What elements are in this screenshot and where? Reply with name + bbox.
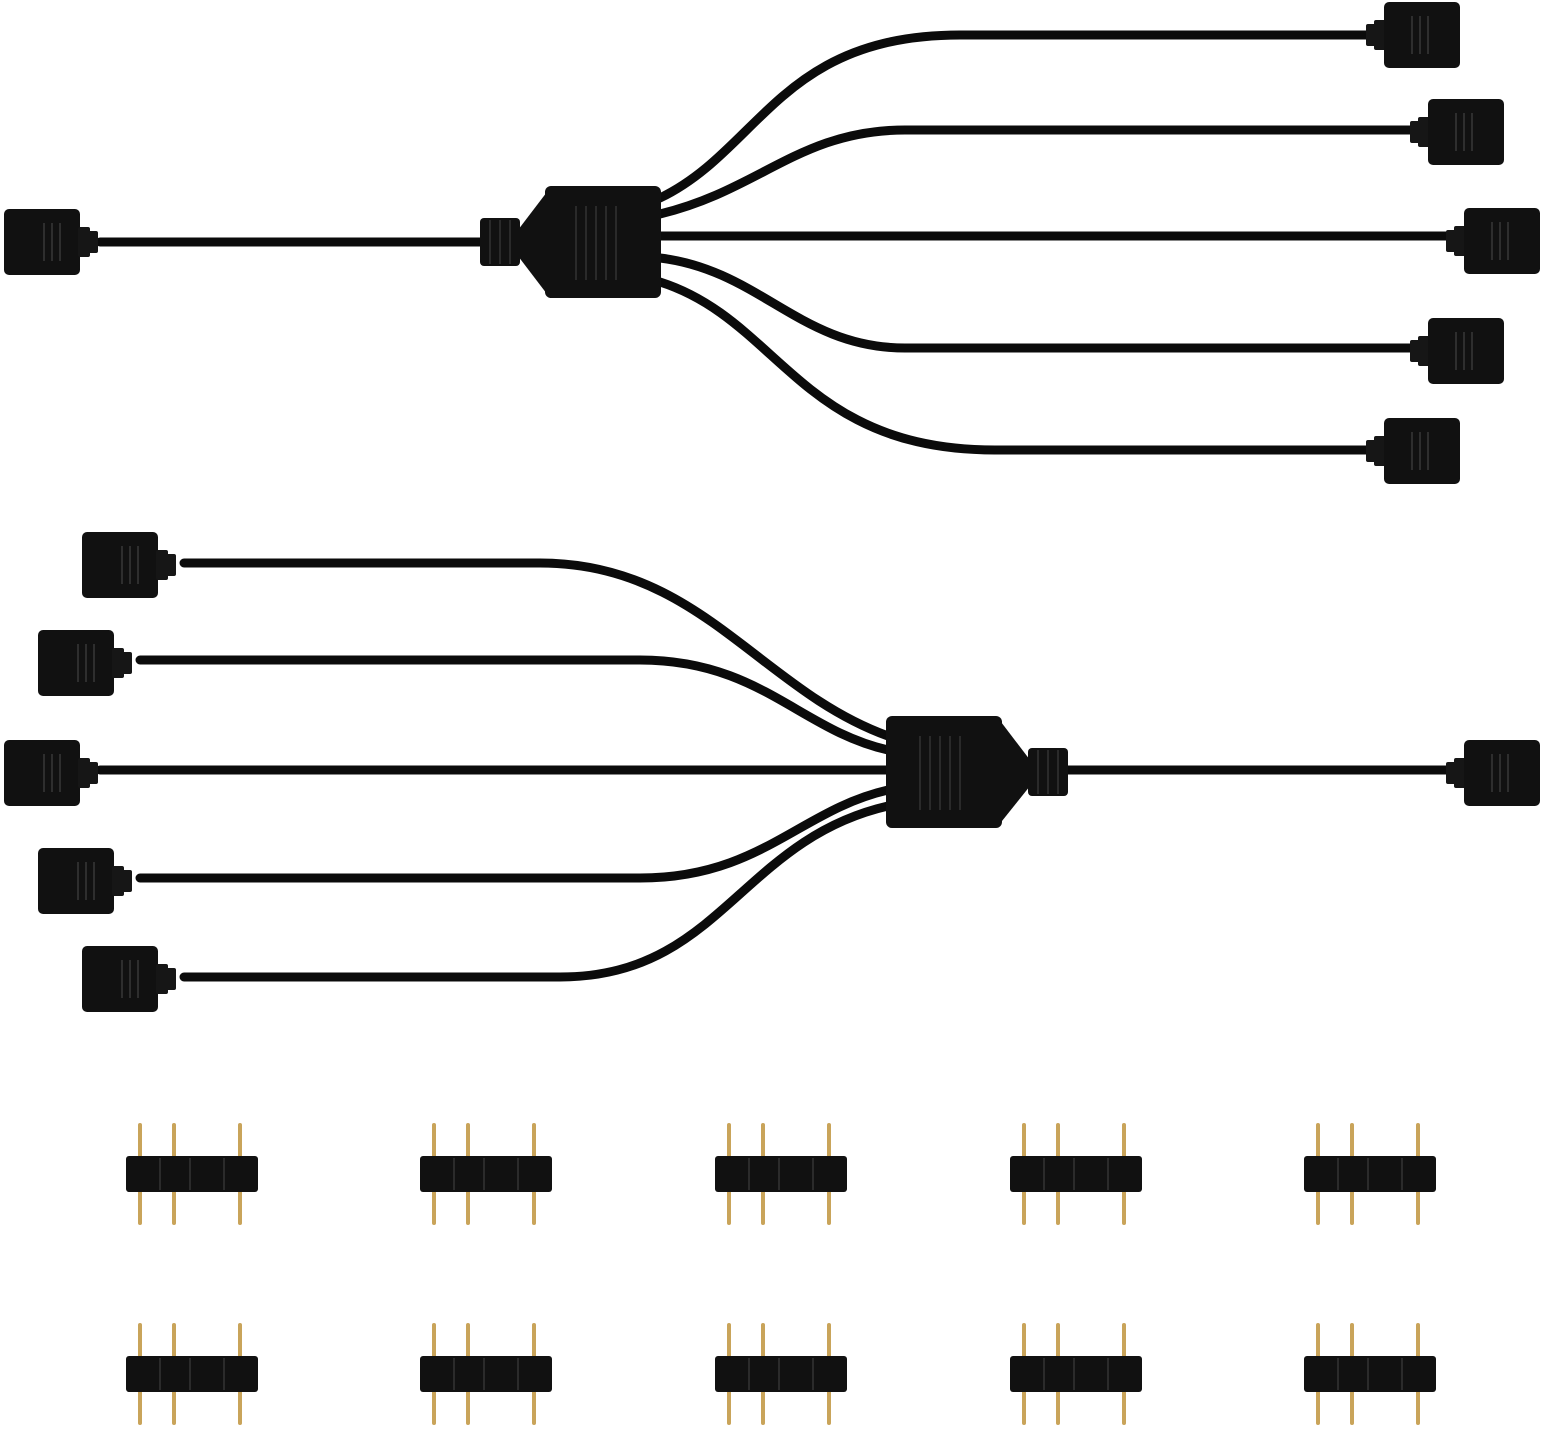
pin-adapter	[1008, 1123, 1144, 1225]
output-connector-1	[1365, 1, 1461, 69]
pin-adapter	[124, 1323, 260, 1425]
output-cable-4	[655, 253, 1415, 353]
output-cable-4	[135, 785, 893, 883]
output-connector-3	[1445, 207, 1541, 275]
pin-adapter	[418, 1323, 554, 1425]
pin-adapter	[1008, 1323, 1144, 1425]
output-connector-2	[1409, 98, 1505, 166]
pin-adapter	[713, 1323, 849, 1425]
output-cable-5	[179, 801, 893, 982]
output-connector-3	[3, 739, 99, 807]
output-cable-1	[179, 558, 893, 741]
output-cable-2	[655, 125, 1415, 219]
output-cable-1	[655, 30, 1371, 203]
output-connector-4	[37, 847, 133, 915]
pin-adapter	[418, 1123, 554, 1225]
input-connector	[1445, 739, 1541, 807]
input-connector	[3, 208, 99, 276]
output-connector-1	[81, 531, 177, 599]
splitter-top	[3, 1, 1541, 485]
splitter-bottom	[3, 531, 1541, 1013]
output-connector-5	[1365, 417, 1461, 485]
output-connector-5	[81, 945, 177, 1013]
pin-adapter	[713, 1123, 849, 1225]
pin-adapters	[124, 1123, 1438, 1425]
splitter-hub	[480, 186, 661, 298]
splitter-top-cables	[95, 30, 1451, 455]
pin-adapter	[124, 1123, 260, 1225]
output-cable-2	[135, 655, 893, 755]
pin-adapter	[1302, 1123, 1438, 1225]
splitter-bottom-cables	[95, 558, 1451, 982]
output-connector-2	[37, 629, 133, 697]
splitter-hub	[886, 716, 1068, 828]
output-connector-4	[1409, 317, 1505, 385]
output-cable-5	[655, 277, 1371, 455]
pin-adapter	[1302, 1323, 1438, 1425]
